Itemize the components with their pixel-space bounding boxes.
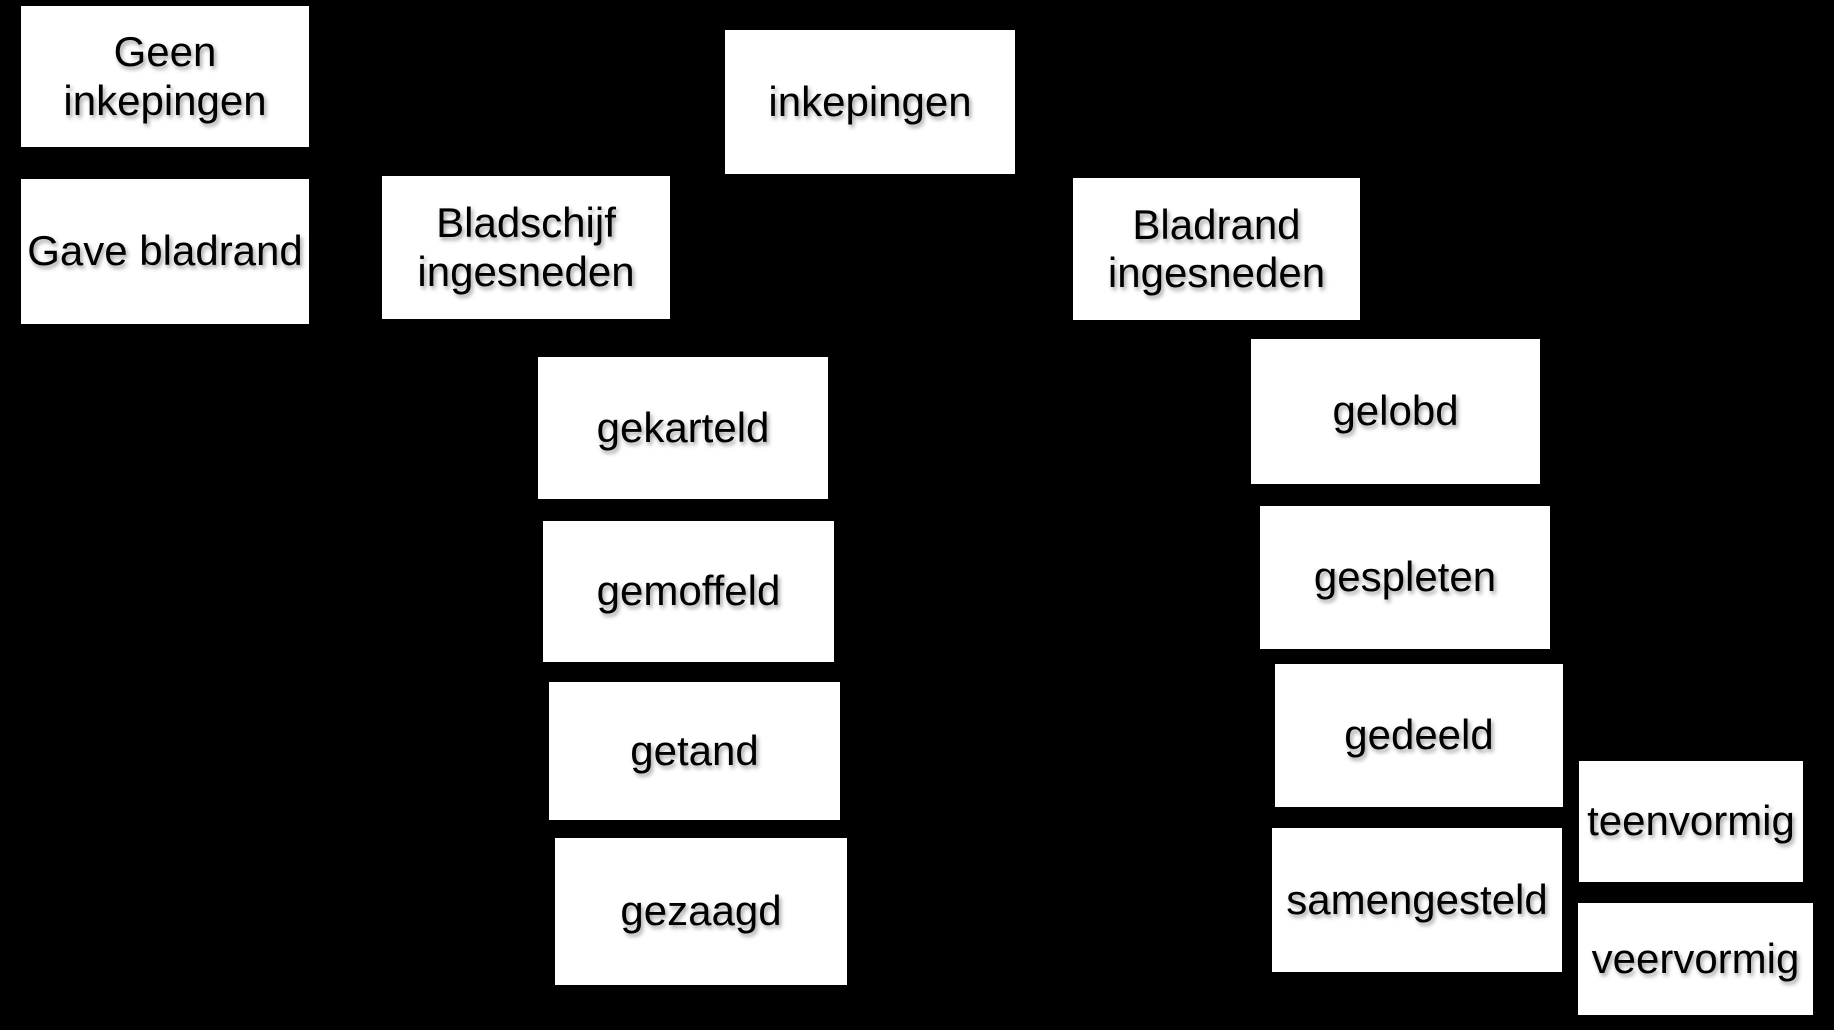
node-geen-inkepingen: Geen inkepingen [21, 6, 309, 147]
node-bladschijf-ingesneden: Bladschijf ingesneden [382, 176, 670, 319]
node-gespleten: gespleten [1260, 506, 1550, 649]
node-gelobd: gelobd [1251, 339, 1540, 484]
node-gemoffeld: gemoffeld [543, 521, 834, 662]
node-gedeeld: gedeeld [1275, 664, 1563, 807]
node-getand: getand [549, 682, 840, 820]
node-gekarteld: gekarteld [538, 357, 828, 499]
node-gezaagd: gezaagd [555, 838, 847, 985]
node-bladrand-ingesneden: Bladrand ingesneden [1073, 178, 1360, 320]
node-teenvormig: teenvormig [1579, 761, 1803, 882]
node-inkepingen: inkepingen [725, 30, 1015, 174]
node-samengesteld: samengesteld [1272, 828, 1562, 972]
node-veervormig: veervormig [1578, 903, 1813, 1015]
node-gave-bladrand: Gave bladrand [21, 179, 309, 324]
